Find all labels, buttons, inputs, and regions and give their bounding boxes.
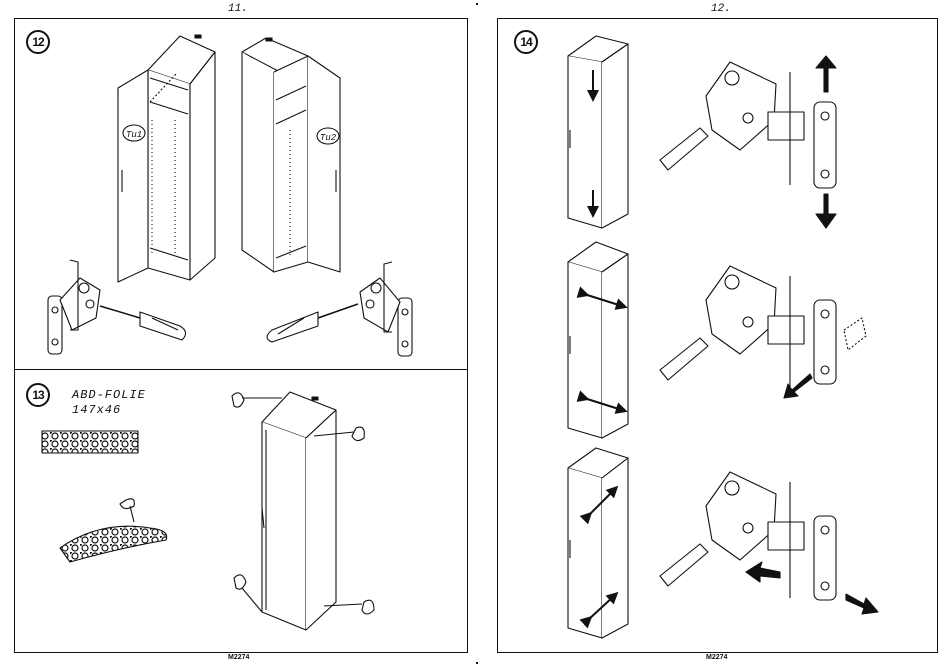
closed-cabinet-step13	[262, 392, 336, 630]
cabinet-adjust-depth	[568, 448, 628, 638]
cabinet-adjust-side	[568, 242, 628, 438]
arrow-down-icon	[816, 194, 836, 228]
door-tag-tu1-text: Tu1	[126, 130, 142, 140]
cabinet-adjust-height	[568, 36, 628, 228]
foil-strip-peeled	[60, 526, 167, 562]
foil-sheet	[42, 431, 138, 453]
screwdriver-left	[100, 306, 186, 340]
hinge-adjust-height-detail	[660, 62, 836, 188]
arrow-diagonal-icon	[784, 374, 812, 398]
door-tag-tu2-text: Tu2	[320, 133, 337, 143]
hinge-adjust-depth-detail	[660, 472, 836, 600]
arrow-left-icon	[746, 562, 780, 582]
foil-pad-icon	[120, 499, 134, 509]
hinge-detail-left	[48, 260, 100, 354]
cabinet-right-illustration	[242, 38, 340, 272]
arrow-right-icon	[846, 594, 878, 614]
hinge-detail-right	[360, 262, 412, 356]
screwdriver-right	[267, 304, 358, 342]
hinge-adjust-side-detail	[660, 266, 866, 390]
cabinet-left-illustration	[118, 35, 215, 282]
arrow-up-icon	[816, 56, 836, 92]
